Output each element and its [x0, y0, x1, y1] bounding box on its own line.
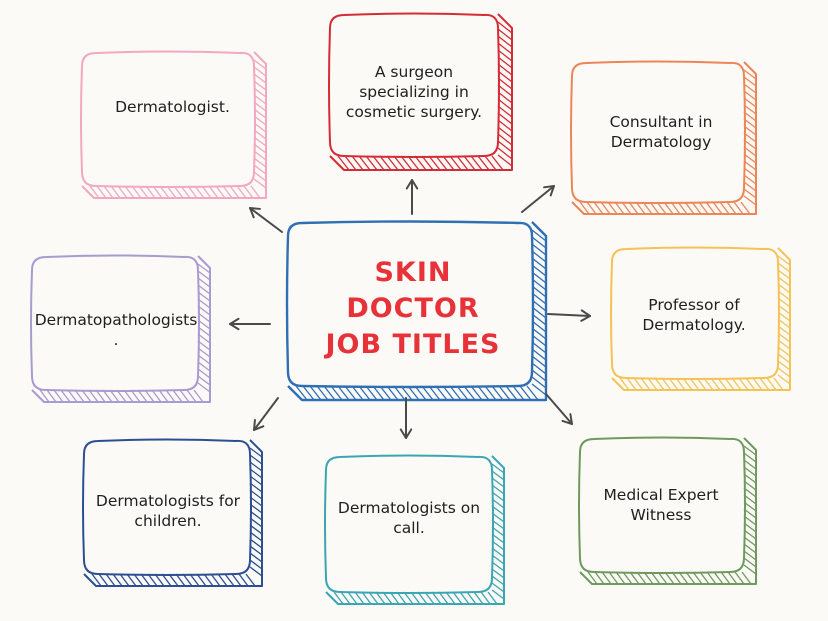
- node-cosmetic-surgeon-box: [328, 12, 513, 171]
- node-on-call-label: Dermatologists on call.: [337, 499, 481, 537]
- node-expert-witness-label: Medical Expert Witness: [603, 486, 719, 524]
- node-dermatopathologists-box: [30, 254, 211, 403]
- center-box: [285, 220, 548, 402]
- node-professor-box: [610, 246, 791, 391]
- node-cosmetic-surgeon-label: A surgeon specializing in cosmetic surge…: [345, 63, 483, 121]
- node-children-box: [82, 438, 263, 587]
- arrow-to-dermatologist: [249, 207, 283, 233]
- arrow-to-expert-witness: [545, 393, 573, 425]
- arrow-to-consultant: [521, 185, 555, 213]
- arrow-to-on-call: [399, 397, 413, 439]
- node-consultant-box: [570, 60, 757, 215]
- node-dermatologist-label: Dermatologist.: [115, 98, 230, 116]
- arrow-to-dermatopathologists: [229, 317, 271, 331]
- node-on-call-box: [324, 454, 505, 605]
- arrow-to-professor: [547, 309, 591, 322]
- node-children-label: Dermatologists for children.: [95, 492, 241, 530]
- node-dermatopathologists-label: Dermatopathologists .: [34, 311, 198, 349]
- node-dermatologist-box: [80, 50, 267, 199]
- node-expert-witness-box: [578, 436, 757, 585]
- node-professor-label: Professor of Dermatology.: [642, 296, 746, 334]
- center-title: SKIN DOCTOR JOB TITLES: [325, 257, 501, 360]
- arrow-to-cosmetic-surgeon: [405, 179, 419, 215]
- arrow-to-children: [253, 397, 279, 431]
- node-consultant-label: Consultant in Dermatology: [609, 113, 713, 151]
